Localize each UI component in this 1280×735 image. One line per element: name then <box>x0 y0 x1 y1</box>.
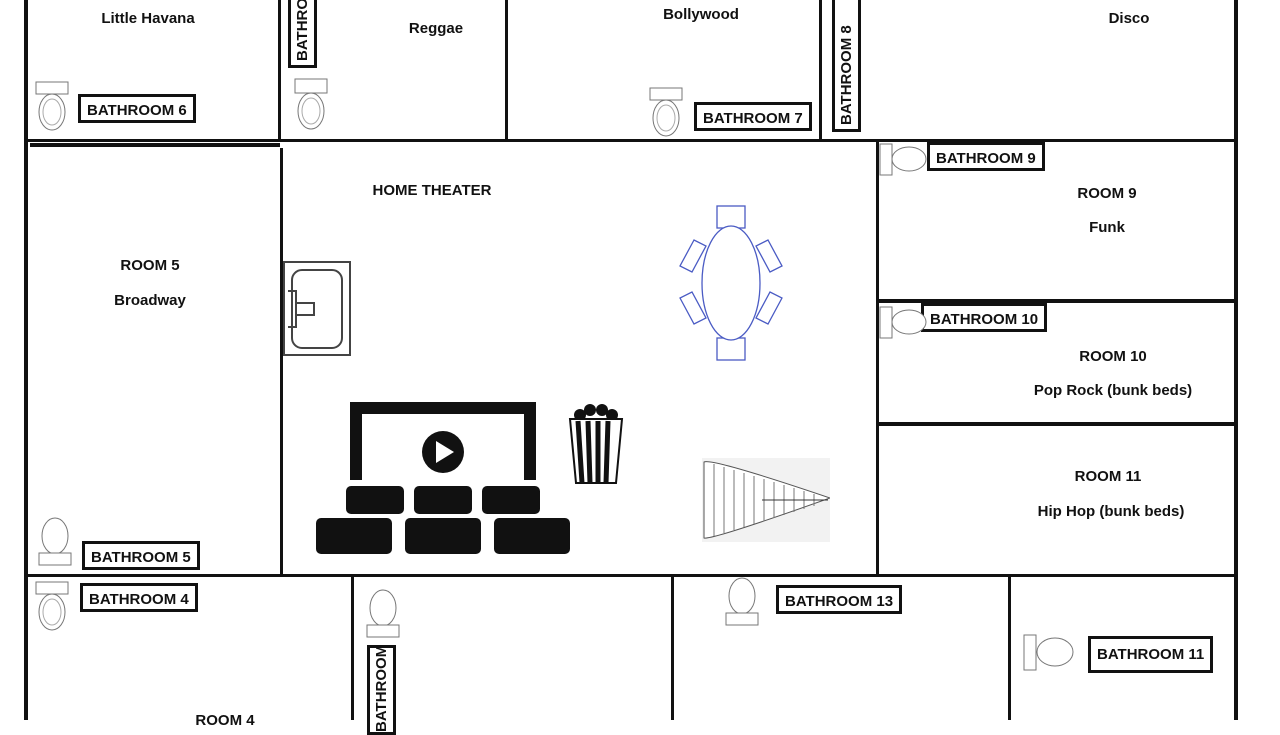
wall <box>280 148 283 576</box>
toilet-icon <box>649 87 683 137</box>
wall <box>351 577 354 720</box>
room-theme: Broadway <box>114 292 186 309</box>
room-label: ROOM 11 <box>1074 468 1142 485</box>
room-theme: Pop Rock (bunk beds) <box>1033 382 1193 399</box>
room-label: Disco <box>1108 10 1150 27</box>
toilet-icon <box>35 81 69 131</box>
bathroom-label: BATHROOM 14 <box>367 645 396 735</box>
room-theme: Funk <box>1089 219 1125 236</box>
room-label: ROOM 5 <box>120 257 180 274</box>
bathroom-label: BATHROOM 7 <box>694 102 812 131</box>
room-label: HOME THEATER <box>372 182 492 199</box>
wall <box>878 299 1234 303</box>
wall <box>876 141 879 576</box>
dining-table-icon <box>679 205 783 361</box>
wall <box>505 0 508 139</box>
wall-left <box>24 0 28 720</box>
wall-top-row-bottom <box>28 139 1234 142</box>
wall-right <box>1234 0 1238 720</box>
room-label: ROOM 9 <box>1077 185 1137 202</box>
bathroom-label: BATHROOM 8 <box>832 0 861 132</box>
room-label: Bollywood <box>663 6 739 23</box>
toilet-icon <box>725 577 759 626</box>
room-theme: Hip Hop (bunk beds) <box>1037 503 1185 520</box>
bathroom-label: BATHROOM 10 <box>921 303 1048 332</box>
toilet-icon <box>35 581 69 631</box>
wall <box>278 0 281 139</box>
theater-screen-seats-icon <box>316 402 570 554</box>
toilet-icon <box>879 306 927 339</box>
toilet-icon <box>879 143 927 176</box>
bathroom-label: BATHROOM 6 <box>78 94 196 123</box>
wall <box>1008 577 1011 720</box>
room-label: Reggae <box>408 20 464 37</box>
room-label: ROOM 10 <box>1079 348 1147 365</box>
wall-middle-bottom <box>28 574 1234 577</box>
popcorn-icon <box>568 404 624 484</box>
room-label: ROOM 4 <box>195 712 255 729</box>
bathroom-label: BATHROOM <box>288 0 317 68</box>
room-label: Little Havana <box>101 10 195 27</box>
toilet-icon <box>294 78 328 130</box>
toilet-icon <box>366 589 400 638</box>
wall <box>671 577 674 720</box>
bathroom-label: BATHROOM 5 <box>82 541 200 570</box>
wall <box>819 0 822 139</box>
wall-thick <box>30 143 280 147</box>
stairs-icon <box>702 458 830 542</box>
bathroom-label: BATHROOM 13 <box>776 585 903 614</box>
bathroom-label: BATHROOM 4 <box>80 583 198 612</box>
bathroom-label: BATHROOM 11 <box>1088 636 1214 673</box>
bathroom-label: BATHROOM 9 <box>927 142 1045 171</box>
wall <box>878 422 1234 426</box>
toilet-icon <box>1023 634 1074 671</box>
sink-icon <box>283 261 351 356</box>
toilet-icon <box>38 517 72 566</box>
